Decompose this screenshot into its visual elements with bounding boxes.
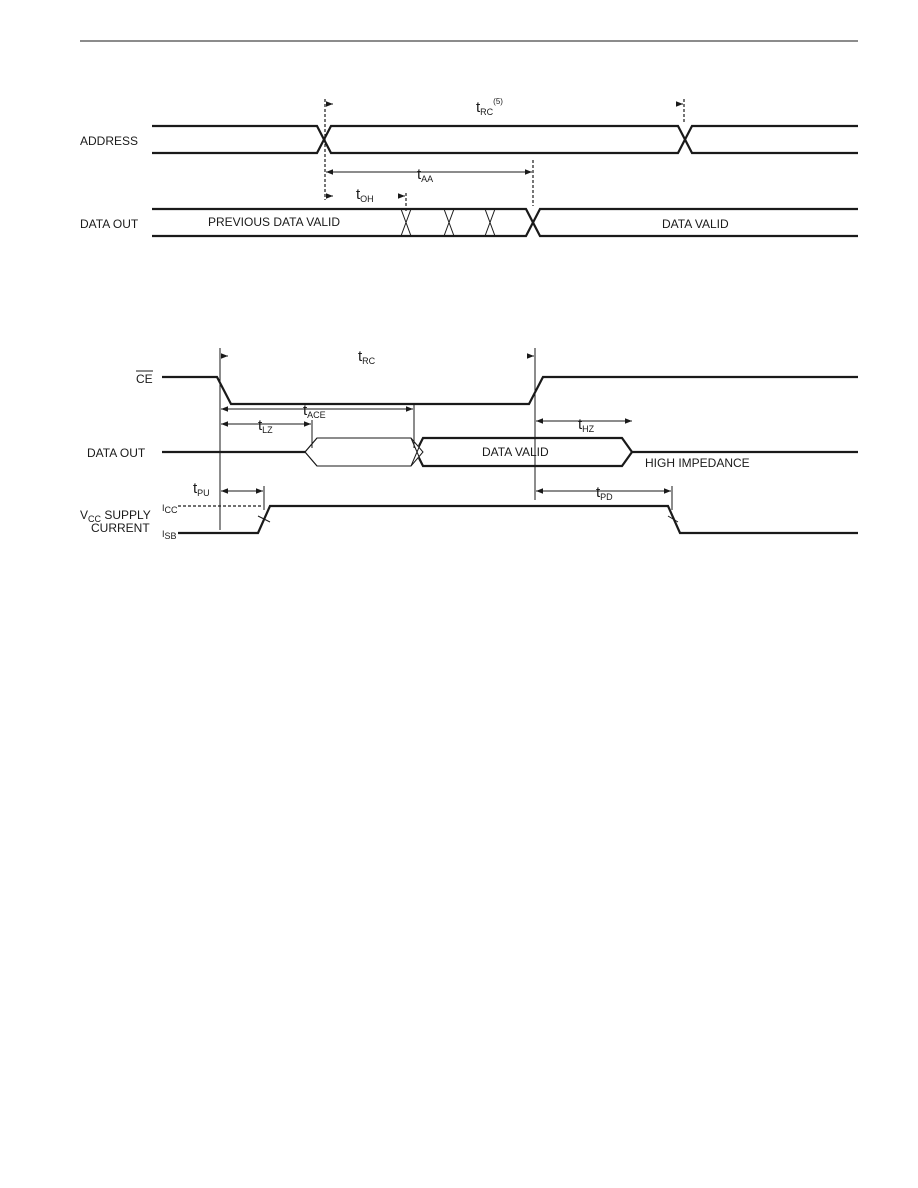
toh-label: tOH	[356, 186, 374, 204]
current-label: CURRENT	[91, 521, 150, 535]
address-waveform	[152, 124, 858, 155]
high-impedance-label: HIGH IMPEDANCE	[645, 456, 750, 470]
ce-waveform	[162, 375, 858, 406]
vcc-supply-label: VCC SUPPLY	[80, 508, 151, 524]
read-cycle-address-controlled: ADDRESS DATA OUT PREVIOUS DATA VALID DAT…	[80, 97, 858, 238]
thz-label: tHZ	[578, 416, 595, 434]
data-out-waveform-2	[162, 436, 858, 468]
data-out-signal-label-2: DATA OUT	[87, 446, 146, 460]
vcc-supply-current-waveform	[178, 504, 858, 535]
data-valid-label-1: DATA VALID	[662, 217, 729, 231]
read-cycle-ce-controlled: CE DATA OUT VCC SUPPLY CURRENT ICC ISB D…	[80, 348, 858, 541]
tpu-label: tPU	[193, 480, 210, 498]
address-signal-label: ADDRESS	[80, 134, 138, 148]
icc-label: ICC	[162, 503, 178, 515]
ce-signal-label: CE	[136, 372, 153, 386]
tlz-label: tLZ	[258, 417, 273, 435]
isb-label: ISB	[162, 529, 177, 541]
taa-label: tAA	[417, 166, 433, 184]
trc-label-1: tRC(5)	[476, 97, 503, 117]
previous-data-valid-label: PREVIOUS DATA VALID	[208, 215, 340, 229]
trc-label-2: tRC	[358, 348, 376, 366]
data-valid-label-2: DATA VALID	[482, 445, 549, 459]
data-out-signal-label: DATA OUT	[80, 217, 139, 231]
tace-label: tACE	[303, 402, 326, 420]
data-out-waveform-1	[152, 207, 858, 238]
tpd-label: tPD	[596, 484, 613, 502]
supply-transition-ticks	[257, 515, 679, 523]
